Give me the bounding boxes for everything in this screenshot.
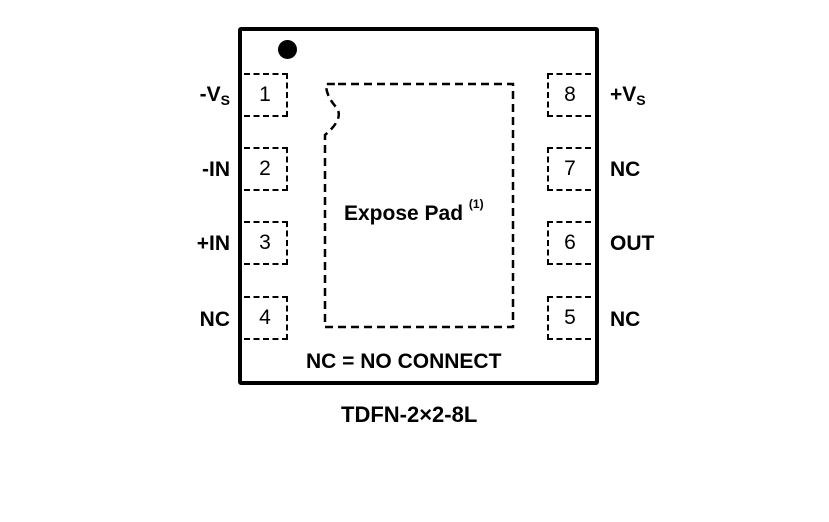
pin-3-label: +IN <box>196 232 230 255</box>
pin-6: 6 <box>547 221 591 265</box>
pin-8: 8 <box>547 73 591 117</box>
pin-4: 4 <box>244 296 288 340</box>
pin-2-label: -IN <box>202 158 230 181</box>
package-name: TDFN-2×2-8L <box>341 402 478 427</box>
pin-8-label: +VS <box>610 83 646 108</box>
pin-1: 1 <box>244 73 288 117</box>
no-connect-note: NC = NO CONNECT <box>306 350 502 373</box>
pin-6-label: OUT <box>610 232 655 255</box>
expose-pad-label: Expose Pad (1) <box>344 197 484 225</box>
pin-7-label: NC <box>610 158 641 181</box>
pin-2: 2 <box>244 147 288 191</box>
pin-7: 7 <box>547 147 591 191</box>
pin-3: 3 <box>244 221 288 265</box>
pin-1-label: -VS <box>199 83 230 108</box>
pin-5: 5 <box>547 296 591 340</box>
pin1-indicator-dot <box>278 40 297 59</box>
package-outline <box>238 27 599 385</box>
pin-5-label: NC <box>610 308 641 331</box>
pin-4-label: NC <box>199 308 230 331</box>
